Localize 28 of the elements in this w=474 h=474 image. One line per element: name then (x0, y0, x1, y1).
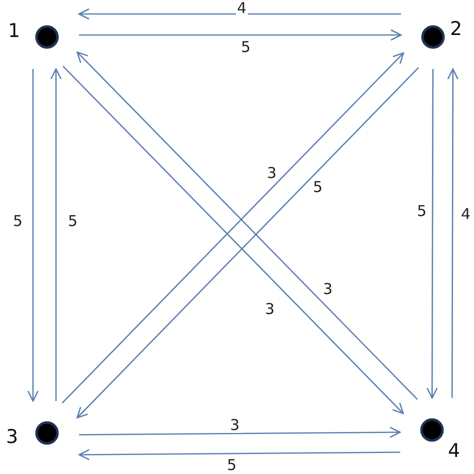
node-number: 2 (450, 20, 462, 39)
edge-label: 3 (229, 418, 241, 433)
edge-label: 5 (312, 180, 324, 195)
node-dot (35, 421, 59, 445)
edge-label: 5 (416, 204, 428, 219)
edge-label: 5 (67, 214, 79, 229)
arrow (50, 68, 62, 401)
edge-label: 3 (322, 282, 334, 297)
arrow (79, 29, 402, 41)
arrow (79, 426, 401, 438)
arrow (78, 449, 400, 460)
node-number: 3 (6, 428, 18, 447)
arrow (426, 69, 438, 399)
node-dot (421, 25, 445, 49)
node-number: 1 (8, 22, 20, 41)
edge-label: 5 (240, 40, 252, 55)
arrow (78, 8, 401, 20)
edge-label: 3 (266, 166, 278, 181)
edge-label: 4 (236, 1, 248, 16)
node-number: 4 (448, 442, 460, 461)
arrow (447, 68, 459, 398)
edge-label: 3 (264, 302, 276, 317)
edge-label: 4 (460, 207, 472, 222)
node-dot (420, 418, 444, 442)
edge-label: 5 (226, 458, 238, 473)
node-dot (35, 25, 59, 49)
edge-label: 5 (12, 214, 24, 229)
arrow (27, 69, 39, 402)
